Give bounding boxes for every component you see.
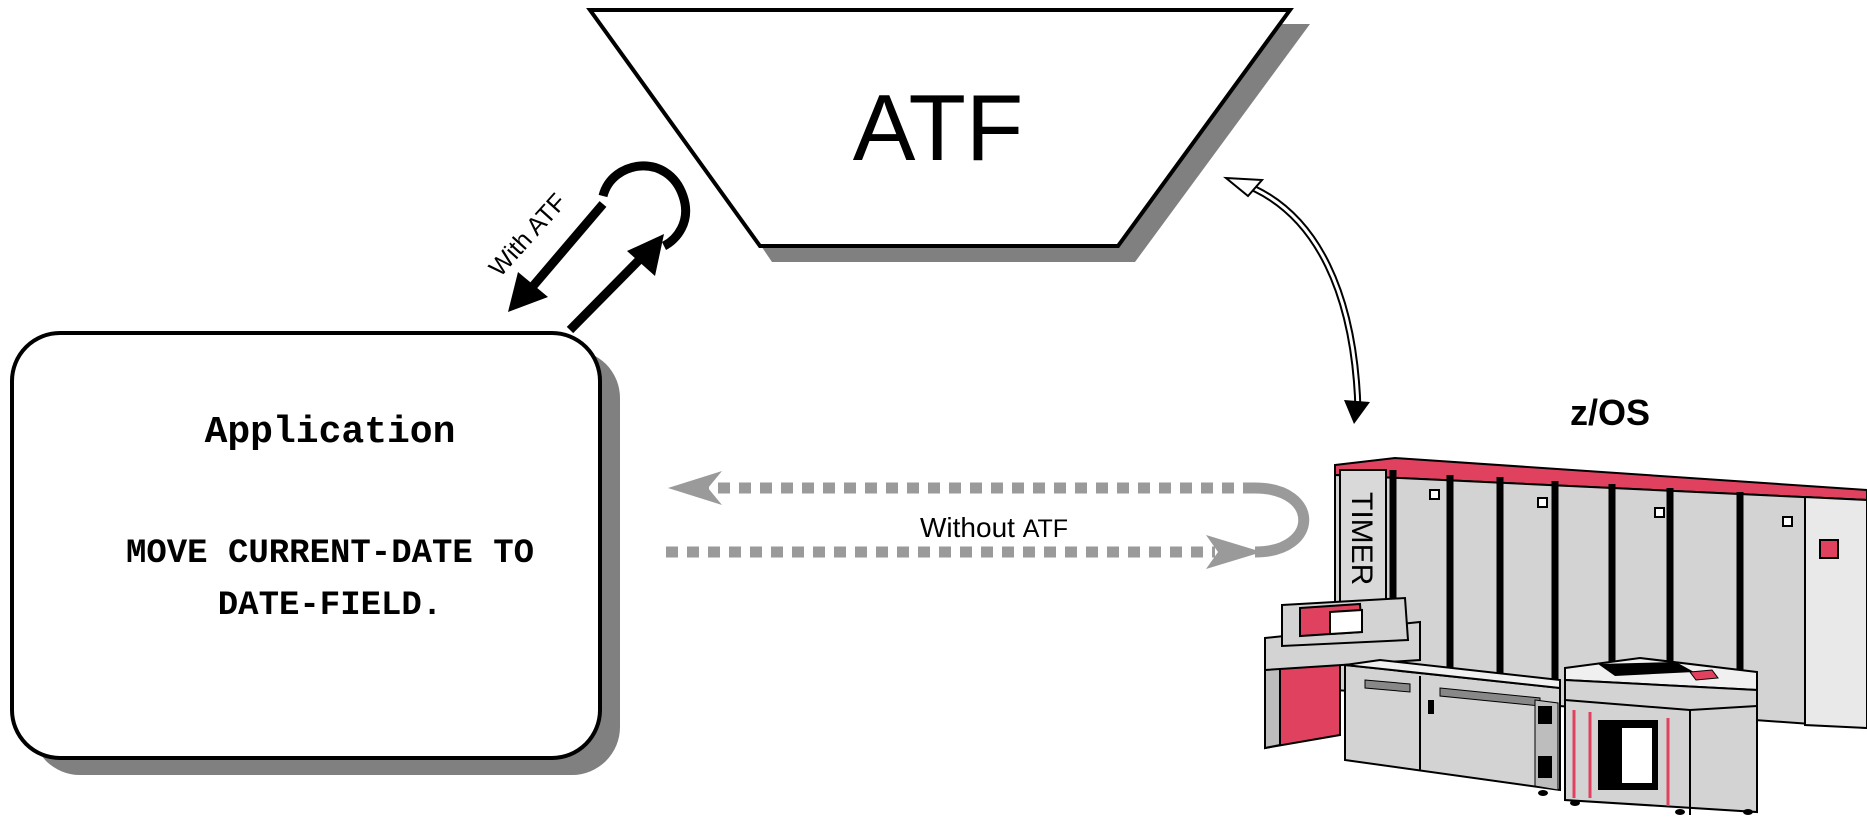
mainframe-door-lights [1429,489,1793,527]
with-atf-label: With ATF [484,188,572,282]
atf-zos-arrowhead-bottom [1344,400,1370,424]
with-atf-loop: With ATF [484,161,691,334]
with-atf-loop-arc [598,161,691,251]
atf-box-label: ATF [853,75,1024,180]
atf-box: ATF [586,8,1310,262]
mainframe-side-indicator [1819,539,1839,559]
with-atf-up-arrowhead [627,234,664,276]
mainframe-top [1334,456,1867,502]
desk-unit [1344,658,1561,792]
with-atf-up-arrow-shaft [566,250,649,334]
application-code-line-1: MOVE CURRENT-DATE TO [126,535,534,573]
application-box-shape [10,331,602,760]
mainframe-side-panel [1804,495,1867,730]
without-atf-label: Without ATF [920,512,1068,543]
application-box: Application MOVE CURRENT-DATE TO DATE-FI… [10,331,620,775]
without-atf-left-arrowhead [668,471,722,505]
zos-mainframe: z/OS TIMER [1264,392,1867,815]
storage-unit [1538,656,1758,815]
atf-zos-arc-inner [1237,180,1360,411]
without-atf-loop: Without ATF [666,471,1310,569]
application-title: Application [205,411,456,454]
console-unit [1264,596,1421,750]
application-code-line-2: DATE-FIELD. [218,587,442,625]
without-atf-loop-arc [1254,482,1310,558]
without-atf-right-arrowhead [1206,535,1262,569]
with-atf-down-arrowhead [508,272,548,312]
atf-zos-double-arrow [1222,176,1370,424]
with-atf-down-arrow-shaft [524,201,607,295]
timer-label: TIMER [1345,492,1378,585]
atf-zos-arrowhead-top [1222,176,1265,198]
zos-title: z/OS [1570,392,1650,433]
atf-box-shape [586,8,1294,248]
